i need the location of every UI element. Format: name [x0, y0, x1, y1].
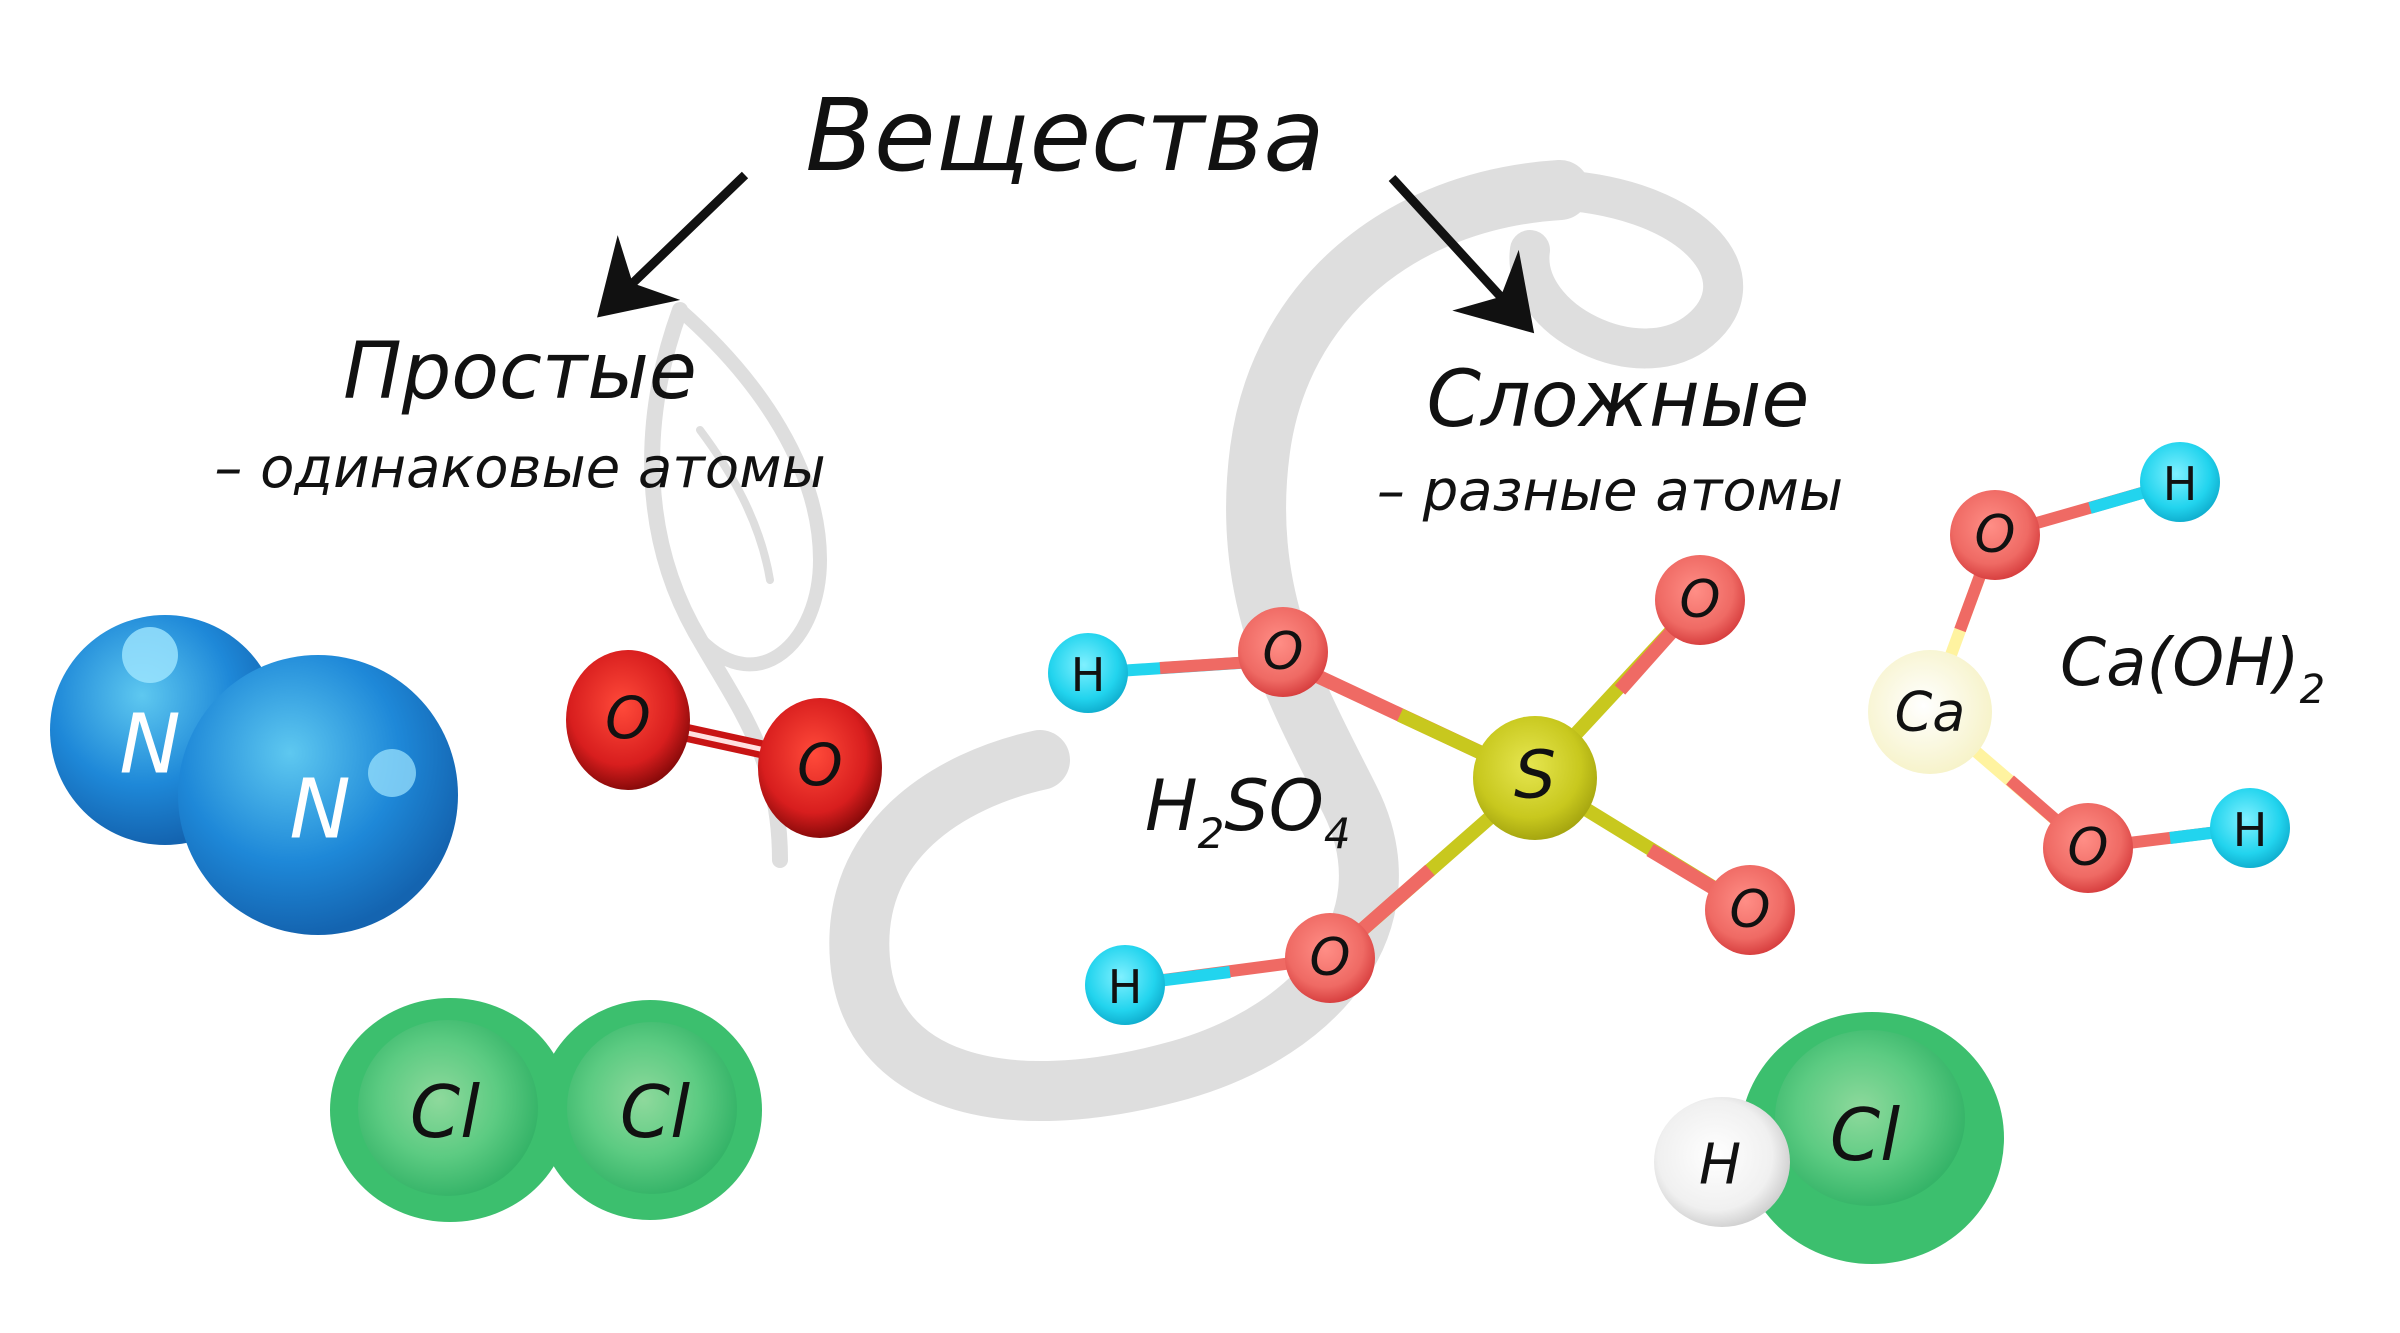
o-atom-2	[758, 698, 882, 838]
o2-molecule: O O	[566, 650, 882, 838]
simple-subtitle: – одинаковые атомы	[214, 436, 825, 501]
o-label-1: O	[605, 684, 651, 752]
h2so4-o-atom-4	[1285, 913, 1375, 1003]
h2so4-o-label-1: O	[1263, 622, 1304, 682]
h2so4-o-atom-1	[1238, 607, 1328, 697]
caoh2-h-atom-2	[2210, 788, 2290, 868]
hcl-h-atom	[1654, 1097, 1790, 1227]
arrow-to-complex	[1388, 174, 1535, 334]
complex-heading: Сложные	[1427, 355, 1810, 445]
h2so4-h-atom-1	[1048, 633, 1128, 713]
caoh2-formula: Ca(OH)2	[2060, 624, 2325, 713]
hcl-molecule: H Cl	[1654, 1012, 2004, 1264]
n-label-1: N	[119, 698, 180, 793]
hcl-cl-label: Cl	[1830, 1093, 1900, 1177]
h2so4-s-label: S	[1514, 737, 1556, 814]
h2so4-o-atom-2	[1655, 555, 1745, 645]
h2so4-h-label-1: H	[1071, 648, 1106, 702]
caoh2-h-atom-1	[2140, 442, 2220, 522]
cl2-molecule: Cl Cl	[330, 998, 762, 1222]
cl-label-2: Cl	[620, 1070, 690, 1154]
caoh2-o-label-2: O	[2068, 818, 2109, 878]
caoh2-o-atom-1	[1950, 490, 2040, 580]
watermark-logo-icon	[644, 160, 1744, 1122]
h2so4-formula: H2SO4	[1145, 765, 1351, 858]
h2so4-molecule: H O O O O H S H2SO4	[1048, 555, 1795, 1025]
caoh2-h-label-1: H	[2163, 457, 2198, 511]
caoh2-molecule: O H Ca O H Ca(OH)2	[1868, 442, 2325, 893]
h2so4-o-label-4: O	[1310, 928, 1351, 988]
caoh2-ca-label: Ca	[1895, 681, 1966, 744]
caoh2-ca-atom	[1868, 650, 1992, 774]
page-title: Вещества	[805, 77, 1324, 194]
cl-label-1: Cl	[410, 1070, 480, 1154]
h2so4-o-atom-3	[1705, 865, 1795, 955]
n-atom-2	[178, 655, 458, 935]
hcl-h-label: H	[1699, 1133, 1741, 1198]
o-label-2: O	[797, 731, 843, 799]
n2-molecule: N N	[50, 615, 458, 935]
caoh2-o-atom-2	[2043, 803, 2133, 893]
h2so4-o-label-3: O	[1730, 880, 1771, 940]
complex-subtitle: – разные атомы	[1377, 459, 1843, 524]
h2so4-s-atom	[1473, 716, 1597, 840]
simple-heading: Простые	[343, 327, 697, 417]
o-atom-1	[566, 650, 690, 790]
h2so4-o-label-2: O	[1680, 570, 1721, 630]
n-label-2: N	[289, 763, 350, 858]
h2so4-h-label-2: H	[1108, 960, 1143, 1014]
h2so4-h-atom-2	[1085, 945, 1165, 1025]
caoh2-o-label-1: O	[1975, 505, 2016, 565]
caoh2-h-label-2: H	[2233, 803, 2268, 857]
arrow-to-simple	[597, 171, 749, 318]
